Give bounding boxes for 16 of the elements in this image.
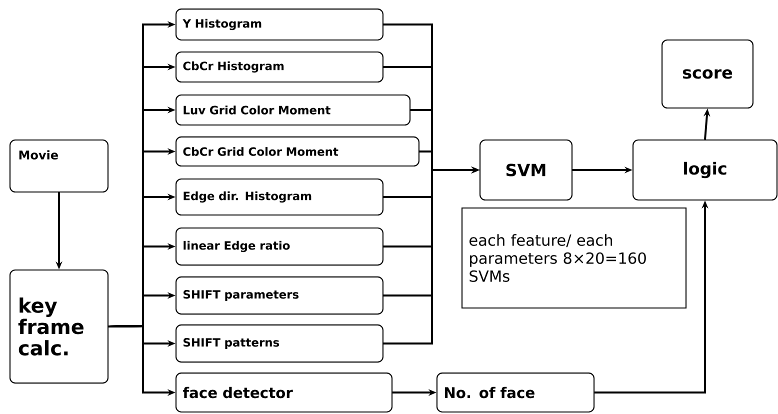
feature-box: linear Edge ratio bbox=[176, 227, 384, 266]
process-box: No. of face bbox=[436, 372, 595, 412]
process-box: SVM bbox=[479, 139, 573, 201]
process-box: Movie bbox=[9, 139, 109, 193]
feature-box: Y Histogram bbox=[176, 8, 384, 40]
process-box: face detector bbox=[175, 372, 393, 412]
feature-box: Luv Grid Color Moment bbox=[175, 94, 411, 126]
feature-box: Edge dir. Histogram bbox=[176, 178, 384, 216]
process-box: logic bbox=[632, 139, 778, 201]
feature-box: SHIFT patterns bbox=[176, 324, 384, 363]
feature-box: CbCr Histogram bbox=[176, 51, 384, 83]
feature-box: CbCr Grid Color Moment bbox=[176, 136, 420, 167]
note-box: each feature/ each parameters 8×20=160 SVMs bbox=[461, 207, 687, 309]
feature-box: SHIFT parameters bbox=[176, 276, 384, 315]
process-box: key frame calc. bbox=[9, 269, 109, 384]
process-box: score bbox=[662, 39, 754, 109]
